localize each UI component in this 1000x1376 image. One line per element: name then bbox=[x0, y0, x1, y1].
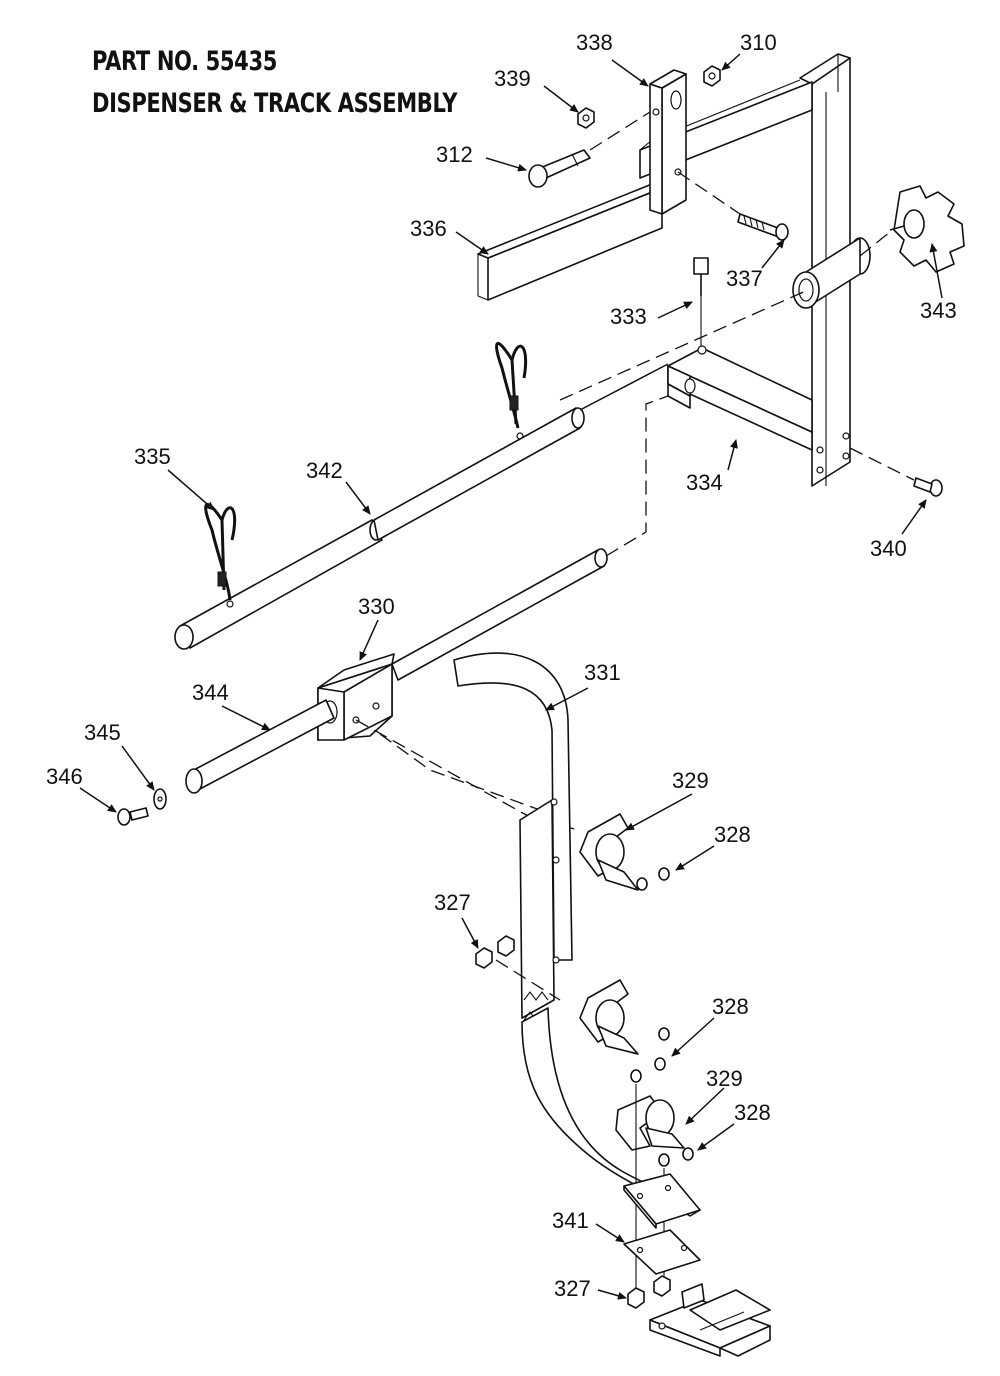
rod-342 bbox=[174, 363, 669, 650]
callout-331: 331 bbox=[584, 660, 621, 685]
callout-329-lower: 329 bbox=[706, 1066, 743, 1091]
roller-329-lower bbox=[615, 1069, 694, 1167]
hex-nut-310 bbox=[703, 65, 721, 87]
callout-310: 310 bbox=[740, 30, 777, 55]
hair-pin-335-right bbox=[495, 341, 528, 429]
cap-screw-333 bbox=[693, 257, 709, 346]
nut-327-lower bbox=[627, 1275, 671, 1309]
callout-335: 335 bbox=[134, 444, 171, 469]
callout-344: 344 bbox=[192, 680, 229, 705]
callout-329-upper: 329 bbox=[672, 768, 709, 793]
hair-pin-335-left bbox=[204, 502, 237, 601]
shoulder-bolt-312 bbox=[528, 149, 591, 188]
roller-329-middle bbox=[579, 979, 670, 1071]
callout-336: 336 bbox=[410, 216, 447, 241]
callout-346: 346 bbox=[46, 764, 83, 789]
callout-328-upper: 328 bbox=[714, 822, 751, 847]
curved-track-331 bbox=[453, 652, 701, 1217]
callout-342: 342 bbox=[306, 458, 343, 483]
callout-345: 345 bbox=[84, 720, 121, 745]
callout-339: 339 bbox=[494, 66, 531, 91]
star-knob-343 bbox=[889, 185, 965, 273]
block-330 bbox=[317, 653, 395, 741]
cap-screw-340 bbox=[849, 447, 943, 497]
plate-341 bbox=[623, 1173, 701, 1275]
callout-312: 312 bbox=[436, 142, 473, 167]
screw-328-upper bbox=[658, 867, 670, 881]
callout-328-lower: 328 bbox=[734, 1100, 771, 1125]
assembly-name-title: DISPENSER & TRACK ASSEMBLY bbox=[92, 88, 458, 119]
callout-labels: 338 310 339 312 336 337 343 333 335 342 … bbox=[46, 30, 957, 1301]
callout-327-upper: 327 bbox=[434, 890, 471, 915]
callout-330: 330 bbox=[358, 594, 395, 619]
callout-337: 337 bbox=[726, 266, 763, 291]
callout-341: 341 bbox=[552, 1208, 589, 1233]
callout-338: 338 bbox=[576, 30, 613, 55]
hex-nut-339 bbox=[577, 107, 595, 129]
mount-bracket-334 bbox=[667, 345, 813, 451]
callout-327-lower: 327 bbox=[554, 1276, 591, 1301]
flat-bar-336 bbox=[477, 183, 663, 301]
callout-343: 343 bbox=[920, 298, 957, 323]
washer-345 bbox=[153, 788, 167, 810]
callout-340: 340 bbox=[870, 536, 907, 561]
lower-rod bbox=[391, 395, 669, 681]
part-number-title: PART NO. 55435 bbox=[92, 46, 277, 77]
bracket-338 bbox=[649, 69, 687, 215]
base-bracket bbox=[649, 1283, 771, 1357]
roller-329-upper bbox=[579, 813, 648, 891]
leader-lines bbox=[79, 53, 943, 1300]
screw-346 bbox=[117, 807, 149, 826]
callout-333: 333 bbox=[610, 304, 647, 329]
nut-327-upper bbox=[475, 935, 561, 1001]
callout-334: 334 bbox=[686, 470, 723, 495]
cap-screw-337 bbox=[737, 213, 789, 241]
callout-328-middle: 328 bbox=[712, 994, 749, 1019]
shaft-344 bbox=[185, 699, 335, 794]
